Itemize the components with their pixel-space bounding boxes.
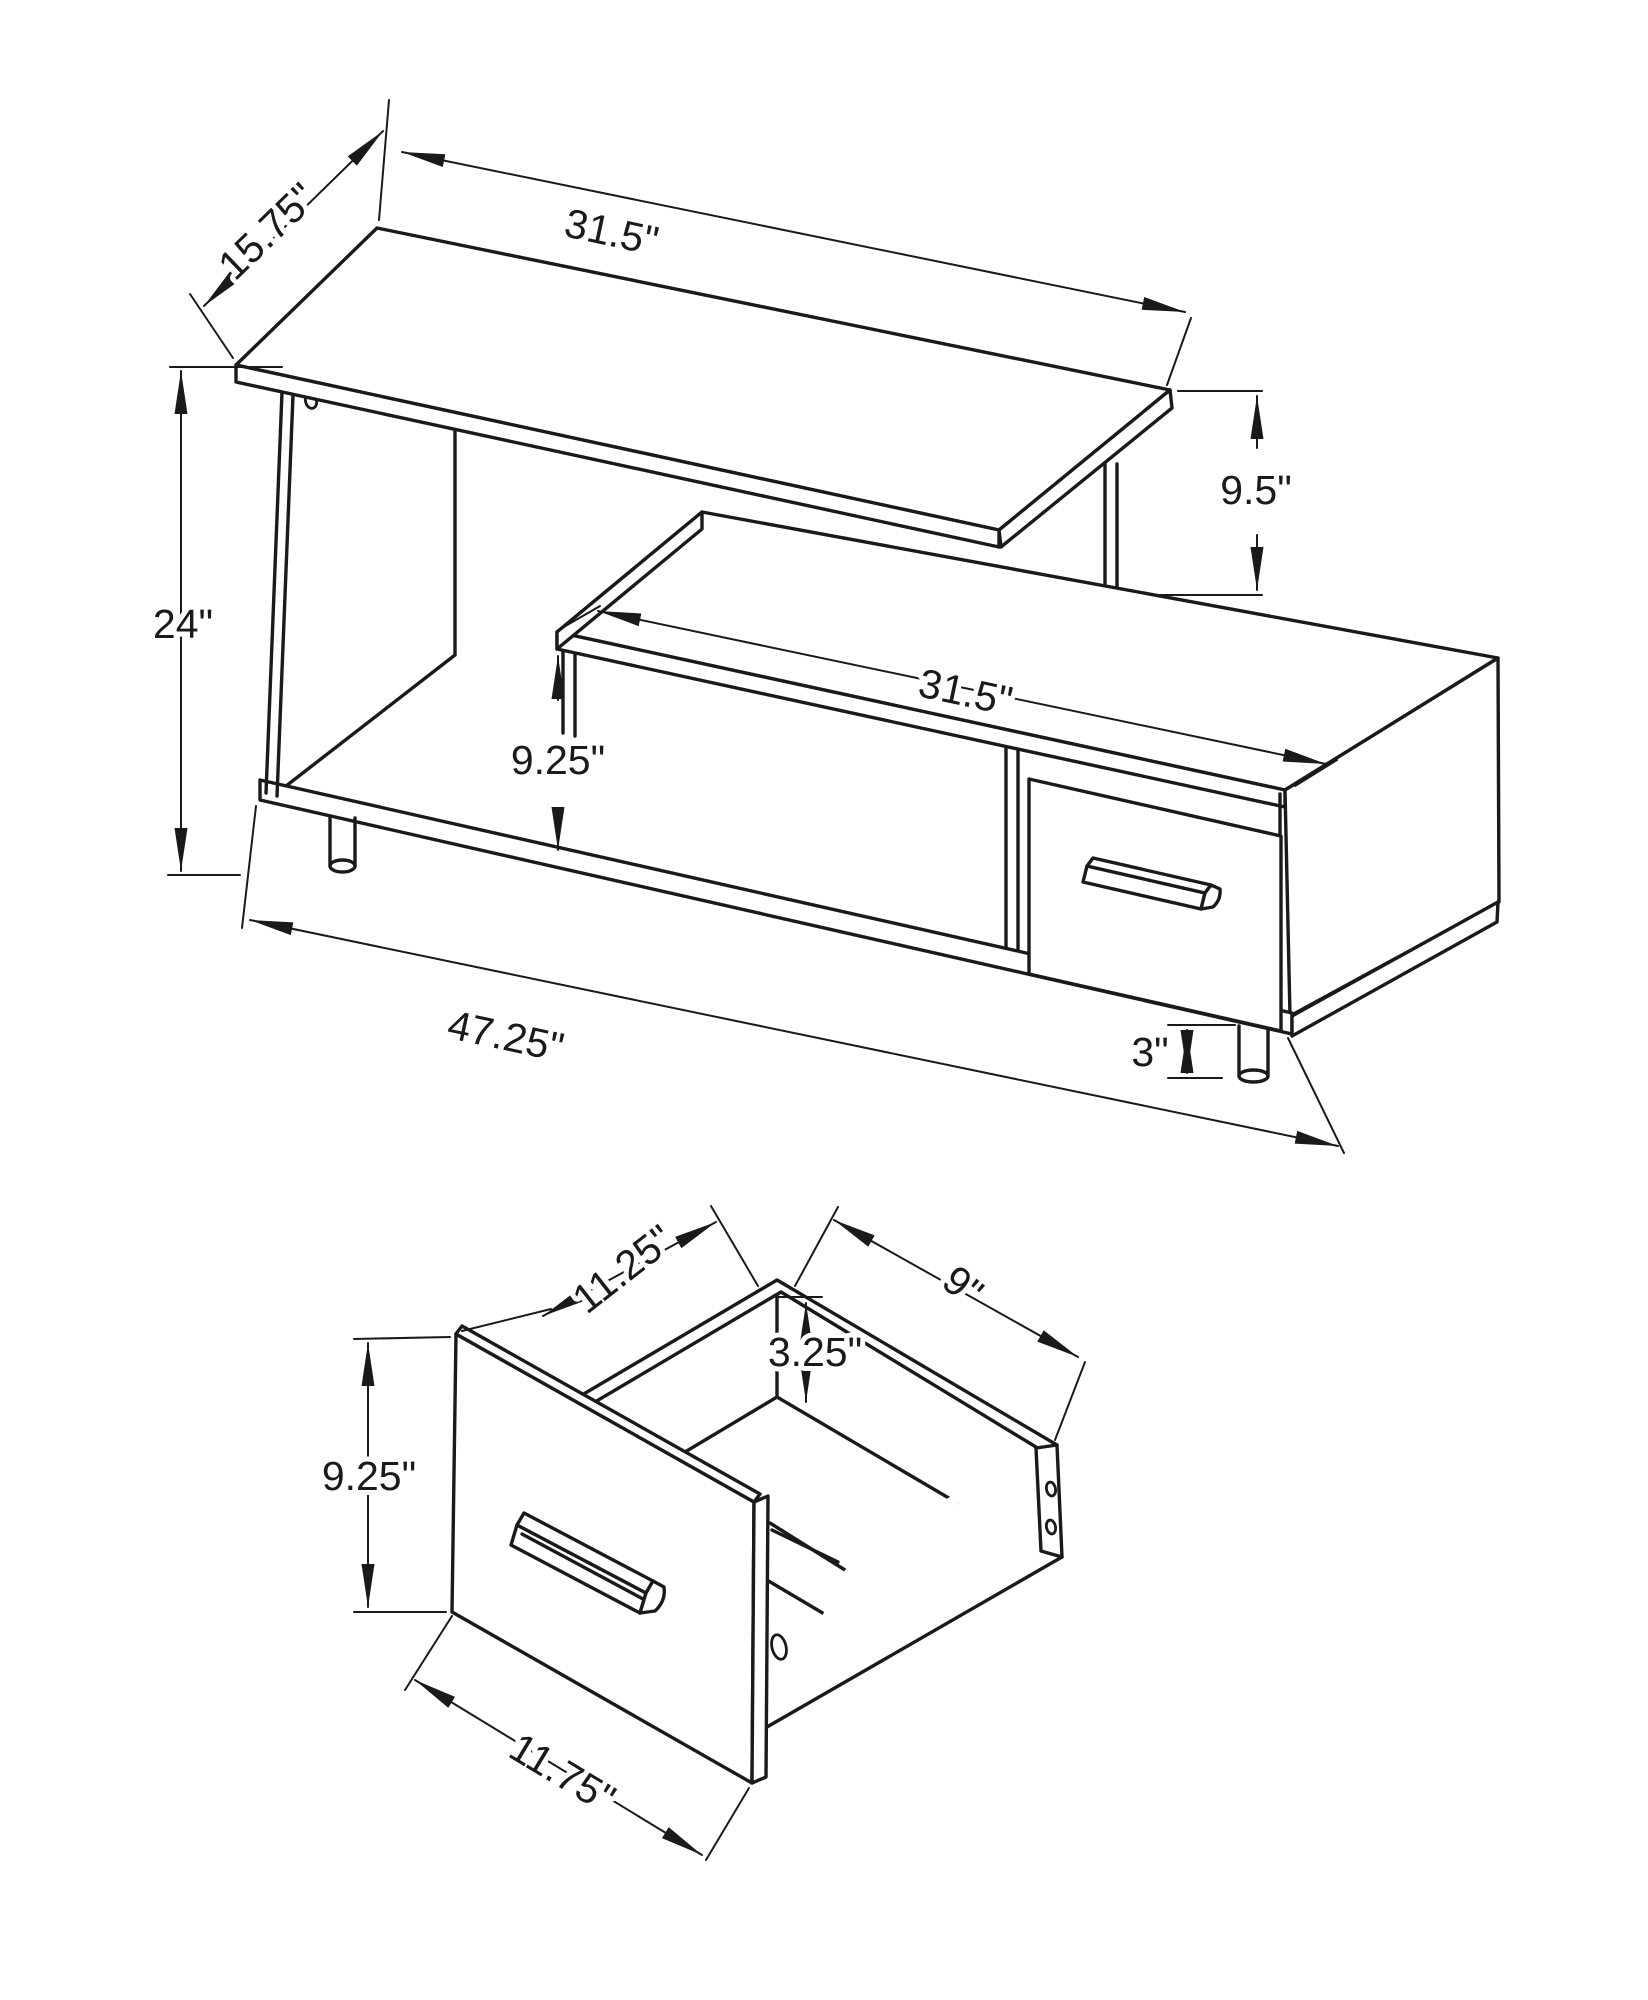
dim-label-shelf-to-base-gap: 9.25" [511, 737, 605, 783]
dim-label-side-depth: 11.25" [564, 1216, 682, 1323]
screw-hole-upper [1044, 1480, 1058, 1498]
cam-lock-hole-side [770, 1633, 788, 1661]
front-right-leg [1237, 1024, 1270, 1084]
dim-label-top-to-shelf-gap: 9.5" [1220, 467, 1292, 513]
dim-label-back-width: 9" [934, 1256, 992, 1315]
dim-label-front-height: 9.25" [322, 1453, 416, 1499]
dim-label-interior-depth: 3.25" [768, 1329, 862, 1375]
dim-label-height: 24" [153, 601, 213, 647]
dimension-side-depth: 11.25" [461, 1205, 759, 1332]
dimension-top-to-shelf-gap: 9.5" [1159, 390, 1297, 596]
stand-drawer-front [1027, 777, 1283, 1033]
drawer-handle [509, 1511, 666, 1615]
dimension-front-height: 9.25" [317, 1336, 451, 1613]
top-panel-divider [1103, 460, 1119, 588]
screw-hole-lower [1044, 1518, 1058, 1536]
dim-label-depth: 15.75" [209, 174, 325, 288]
dim-label-top-width: 31.5" [561, 200, 663, 265]
top-panel [234, 226, 1174, 549]
drawer-bay-left-wall [1004, 746, 1020, 953]
front-left-leg [328, 816, 357, 874]
stand-drawer-handle [1081, 856, 1222, 911]
dimension-shelf-to-base-gap: 9.25" [506, 655, 610, 851]
dim-label-front-width: 11.75" [502, 1724, 624, 1822]
tv-stand-diagram: 15.75" 31.5" 24" 9.5" 31.5" [148, 99, 1501, 1154]
drawer-front-panel [450, 1324, 770, 1785]
dimension-interior-depth: 3.25" [763, 1296, 867, 1403]
drawer-walls-rim [563, 1278, 1059, 1572]
dim-label-leg-height: 3" [1131, 1029, 1168, 1075]
dim-label-total-width: 47.25" [444, 1001, 568, 1070]
left-side-panel [264, 390, 295, 798]
shelf-left-divider [561, 648, 577, 738]
open-cubby-interior [275, 392, 457, 795]
drawer-diagram: 11.25" 9" 3.25" 9.25" 11.75" [317, 1205, 1086, 1861]
drawer-right-side [755, 1443, 1064, 1757]
dimension-leg-height: 3" [1126, 1024, 1236, 1080]
back-panel-end-face [1034, 1443, 1064, 1559]
dimension-height: 24" [148, 366, 283, 876]
